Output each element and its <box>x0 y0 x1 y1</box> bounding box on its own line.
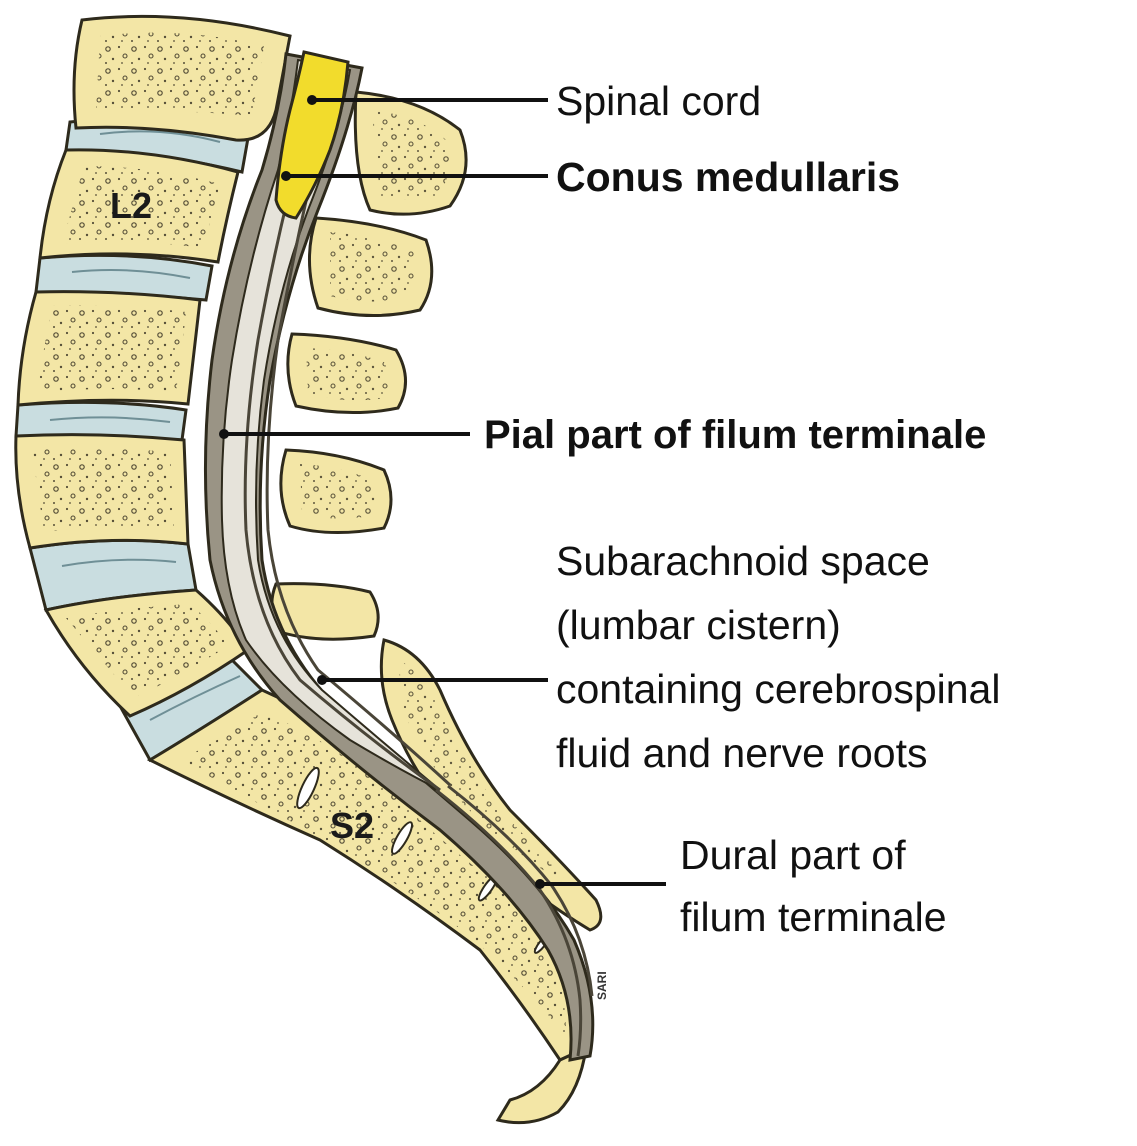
label-pial-part-of-filum-terminale: Pial part of filum terminale <box>484 410 986 460</box>
label-subarachnoid-line-1: Subarachnoid space <box>556 536 930 586</box>
label-dural-line-1: Dural part of <box>680 830 906 880</box>
label-spinal-cord: Spinal cord <box>556 76 761 126</box>
label-subarachnoid-line-4: fluid and nerve roots <box>556 728 928 778</box>
label-subarachnoid-line-2: (lumbar cistern) <box>556 600 841 650</box>
label-subarachnoid-line-3: containing cerebrospinal <box>556 664 1000 714</box>
artist-signature: SARI <box>595 971 609 1000</box>
label-dural-line-2: filum terminale <box>680 892 947 942</box>
vertebra-label-l2: L2 <box>110 185 152 226</box>
label-conus-medullaris: Conus medullaris <box>556 152 900 202</box>
vertebra-label-s2: S2 <box>330 805 374 846</box>
